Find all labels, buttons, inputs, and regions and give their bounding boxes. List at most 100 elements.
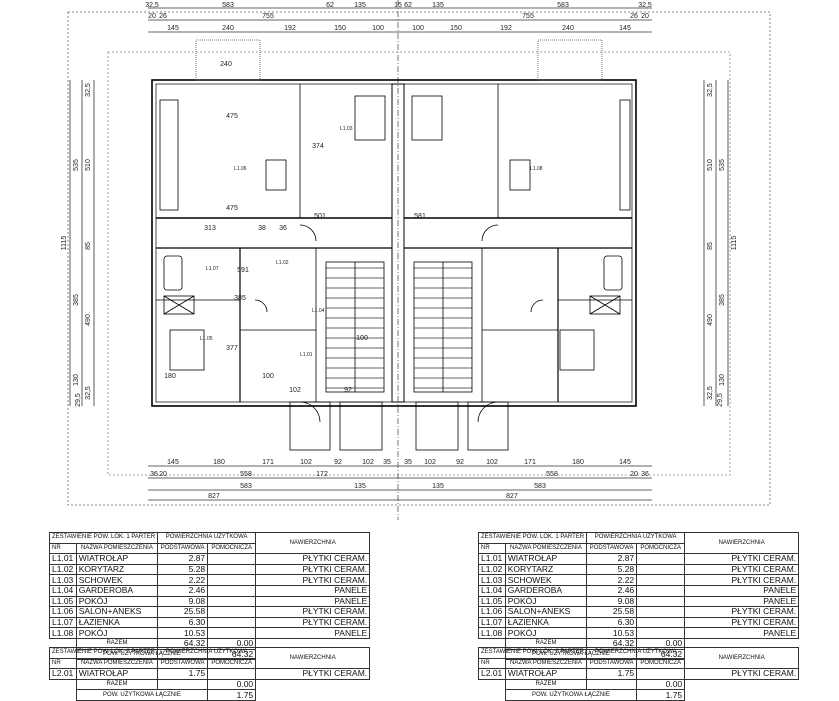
aux-area: [207, 553, 257, 565]
aux-area: [636, 627, 686, 639]
dimension-label: 385: [719, 294, 726, 306]
base-area: 25.58: [157, 606, 209, 618]
dimension-label: 192: [284, 25, 296, 32]
base-area: 9.08: [157, 595, 209, 608]
base-area: 5.28: [586, 563, 638, 576]
base-area: 1.75: [586, 668, 638, 680]
aux-area: [207, 606, 257, 618]
room-number: L1.02: [478, 563, 506, 576]
base-area-header: PODSTAWOWA: [157, 657, 209, 670]
dimension-label: 36: [641, 471, 649, 478]
room-name: GARDEROBA: [504, 584, 588, 597]
dimension-label: 240: [562, 25, 574, 32]
dimension-label: 180: [572, 459, 584, 466]
floor-header: NAWIERZCHNIA: [255, 646, 371, 670]
floor-finish: PANELE: [255, 595, 371, 608]
dimension-label: 135: [354, 2, 366, 9]
floor-finish: PANELE: [684, 584, 800, 597]
aux-area: [207, 627, 257, 639]
dimension-label: 385: [234, 295, 246, 302]
schedule-title: ZESTAWIENIE POW. LOK. 2 PARTER: [477, 647, 588, 659]
dimension-label: 38: [258, 225, 266, 232]
dimension-label: 145: [167, 459, 179, 466]
dimension-label: 145: [619, 25, 631, 32]
dimension-label: 102: [300, 459, 312, 466]
nr-header: NR: [478, 542, 506, 555]
dimension-label: 1115: [61, 236, 68, 251]
room-number: L1.07: [49, 616, 77, 629]
floor-finish: PANELE: [684, 627, 800, 639]
dimension-label: 100: [356, 335, 368, 342]
floor-finish: PANELE: [255, 627, 371, 639]
floor-finish: PŁYTKI CERAM.: [255, 553, 371, 565]
dimension-label: 35: [404, 459, 412, 466]
dimension-label: 92: [334, 459, 342, 466]
dimension-label: 20: [148, 13, 156, 20]
aux-area: [207, 563, 257, 576]
schedule-title: ZESTAWIENIE POW. LOK. 1 PARTER: [48, 532, 159, 544]
dimension-label: 29,5: [717, 393, 724, 407]
floor-header: NAWIERZCHNIA: [255, 531, 371, 555]
aux-area: [207, 584, 257, 597]
room-name: WIATROŁAP: [504, 668, 588, 680]
dimension-label: 475: [226, 205, 238, 212]
dimension-label: 35: [383, 459, 391, 466]
room-name: POKÓJ: [504, 595, 588, 608]
floor-finish: PŁYTKI CERAM.: [255, 563, 371, 576]
base-area: 10.53: [157, 627, 209, 639]
dimension-label: 535: [719, 159, 726, 171]
dimension-label: 171: [262, 459, 274, 466]
dimension-label: 535: [73, 159, 80, 171]
room-number: L1.01: [49, 553, 77, 565]
room-tag: L1.04: [312, 308, 325, 314]
base-area: 9.08: [586, 595, 638, 608]
aux-area-header: POMOCNICZA: [636, 542, 686, 555]
dimension-label: 32,5: [85, 386, 92, 400]
base-area-header: PODSTAWOWA: [157, 542, 209, 555]
total-area: 1.75: [636, 689, 686, 701]
base-area: 2.46: [157, 584, 209, 597]
room-name: POKÓJ: [75, 627, 159, 639]
dimension-label: 150: [450, 25, 462, 32]
aux-area: [207, 574, 257, 586]
base-area: 25.58: [586, 606, 638, 618]
aux-area: [636, 574, 686, 586]
dimension-label: 20: [630, 471, 638, 478]
dimension-label: 145: [619, 459, 631, 466]
dimension-label: 192: [500, 25, 512, 32]
floor-finish: PŁYTKI CERAM.: [684, 606, 800, 618]
base-area-header: PODSTAWOWA: [586, 542, 638, 555]
dimension-label: 135: [354, 483, 366, 490]
dimension-label: 180: [213, 459, 225, 466]
nr-header: NR: [49, 657, 77, 670]
floor-finish: PŁYTKI CERAM.: [255, 668, 371, 680]
dimension-label: 583: [240, 483, 252, 490]
base-area: 2.22: [586, 574, 638, 586]
room-name: WIATROŁAP: [75, 553, 159, 565]
base-area: 6.30: [586, 616, 638, 629]
sum-label: RAZEM: [504, 678, 588, 691]
nr-header: NR: [478, 657, 506, 670]
aux-area: [636, 553, 686, 565]
dimension-label: 180: [164, 373, 176, 380]
room-number: L2.01: [49, 668, 77, 680]
room-name: WIATROŁAP: [75, 668, 159, 680]
room-number: L1.05: [49, 595, 77, 608]
aux-area: [636, 595, 686, 608]
aux-area: [636, 606, 686, 618]
room-name: SCHOWEK: [75, 574, 159, 586]
room-number: L1.08: [478, 627, 506, 639]
dimension-label: 377: [226, 345, 238, 352]
aux-area: [636, 616, 686, 629]
dimension-label: 26: [159, 13, 167, 20]
base-area: 2.22: [157, 574, 209, 586]
dimension-label: 172: [316, 471, 328, 478]
dimension-label: 583: [222, 2, 234, 9]
